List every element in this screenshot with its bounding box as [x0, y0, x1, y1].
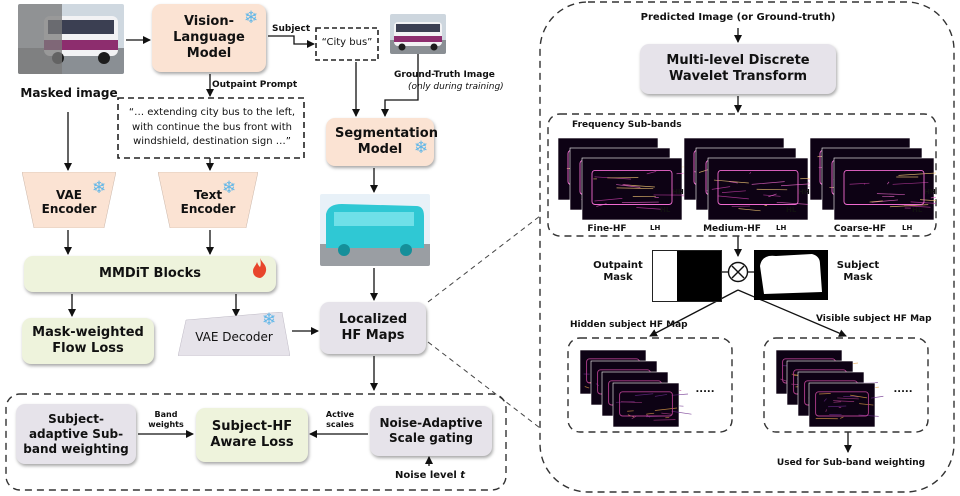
segmentation-label: Segmentation Model	[335, 125, 438, 157]
segmented-bus-image	[320, 194, 430, 266]
snowflake-icon: ❄	[244, 8, 259, 28]
callout-line-top	[427, 215, 541, 303]
snowflake-icon: ❄	[222, 178, 237, 198]
subband-weighting-label: Subject-adaptive Sub-band weighting	[23, 411, 129, 456]
hidden-map-label: Hidden subject HF Map	[570, 320, 688, 330]
subband-stack-2: HH HL LH	[809, 137, 936, 232]
coarse-hf-label: Coarse-HF	[833, 224, 887, 234]
masked-image	[18, 4, 124, 74]
hidden-hf-map-stack	[579, 349, 692, 428]
ground-truth-note: (only during training)	[408, 82, 504, 92]
wavelet-panel-frame	[539, 1, 955, 493]
predicted-image-label: Predicted Image (or Ground-truth)	[640, 12, 836, 23]
mmdit-label: MMDiT Blocks	[99, 265, 201, 281]
vae-encoder-label: VAE Encoder	[41, 188, 97, 217]
visible-map-label: Visible subject HF Map	[816, 314, 932, 324]
medium-hf-label: Medium-HF	[703, 224, 761, 234]
band-label-hl: HL	[912, 206, 923, 214]
band-label-lh: LH	[650, 224, 660, 232]
band-label-lh: LH	[776, 224, 786, 232]
arrow-vlm-to-subject	[268, 35, 315, 48]
outpaint-mask-image	[652, 250, 722, 302]
segmentation-model-block: Segmentation Model	[326, 118, 438, 166]
active-scales-label: Active scales	[325, 410, 355, 429]
arrow-combine-to-hidden-map	[649, 289, 739, 337]
mask-weighted-flow-loss-block: Mask-weighted Flow Loss	[22, 318, 154, 364]
hiddenmap-layers	[579, 349, 692, 428]
snowflake-icon: ❄	[414, 138, 429, 158]
subject-label: Subject	[272, 24, 311, 34]
band-weights-label: Band weights	[148, 410, 184, 429]
vae-encoder-block: VAE Encoder	[22, 172, 116, 228]
visible-map-ellipsis: .....	[893, 384, 913, 395]
flame-icon	[252, 258, 268, 282]
localized-hf-maps-block: Localized HF Maps	[320, 302, 426, 354]
band-label-hl: HL	[786, 206, 797, 214]
noise-gating-label: Noise-Adaptive Scale gating	[379, 416, 483, 445]
hidden-map-frame	[567, 337, 733, 433]
hidden-map-ellipsis: .....	[695, 384, 715, 395]
subject-frame	[315, 27, 379, 61]
band-label-hl: HL	[660, 206, 671, 214]
subbands-frame	[547, 113, 937, 237]
fine-hf-label: Fine-HF	[587, 224, 627, 234]
text-encoder-label: Text Encoder	[180, 188, 236, 217]
subband-stack-0: HH HL LH	[557, 137, 712, 232]
visible-hf-map-stack	[775, 349, 884, 428]
noise-level-variable: t	[460, 470, 466, 481]
prompt-text: “… extending city bus to the left, with …	[128, 107, 296, 147]
dwt-label: Multi-level Discrete Wavelet Transform	[666, 52, 810, 84]
noise-adaptive-gating-block: Noise-Adaptive Scale gating	[370, 406, 492, 456]
ground-truth-image	[390, 14, 446, 54]
text-encoder-block: Text Encoder	[158, 172, 258, 228]
subject-hf-aware-loss-block: Subject-HF Aware Loss	[196, 408, 308, 462]
vae-decoder-block: VAE Decoder	[178, 312, 290, 356]
snowflake-icon: ❄	[92, 178, 107, 198]
masked-image-label: Masked image	[20, 86, 118, 100]
used-for-label: Used for Sub-band weighting	[776, 458, 926, 468]
circled-times-icon	[727, 261, 749, 283]
subband-stacks: HH HL LH HH HL LH HH HL LH	[557, 137, 936, 232]
band-label-hh: HH	[798, 188, 810, 196]
snowflake-icon: ❄	[262, 310, 277, 330]
subband-stack-1: HH HL LH	[683, 137, 820, 232]
noise-level-caption: Noise level t	[380, 470, 480, 482]
subband-weighting-block: Subject-adaptive Sub-band weighting	[16, 404, 136, 464]
visiblemap-layers	[775, 349, 884, 428]
hf-loss-label: Subject-HF Aware Loss	[210, 418, 294, 450]
city-bus-text: “City bus”	[321, 37, 373, 48]
subject-mask-image	[754, 250, 828, 300]
band-label-hh: HH	[924, 188, 936, 196]
band-label-hh: HH	[672, 188, 684, 196]
outpaint-mask-label: Outpaint Mask	[593, 260, 643, 283]
dwt-block: Multi-level Discrete Wavelet Transform	[640, 44, 836, 94]
band-label-lh: LH	[902, 224, 912, 232]
vlm-label: Vision-Language Model	[173, 13, 245, 62]
mmdit-blocks: MMDiT Blocks	[24, 256, 276, 292]
prompt-frame	[117, 97, 305, 159]
callout-line-bottom	[427, 341, 541, 429]
noise-level-label: Noise level	[394, 470, 457, 481]
frequency-subbands-label: Frequency Sub-bands	[572, 120, 682, 130]
subject-mask-label: Subject Mask	[836, 260, 880, 283]
ground-truth-label: Ground-Truth Image	[394, 70, 495, 80]
loss-region-frame	[5, 393, 507, 491]
vae-decoder-label: VAE Decoder	[195, 330, 273, 344]
arrow-groundtruth-to-segmentation	[381, 54, 419, 117]
visible-map-frame	[763, 337, 929, 433]
mask-flow-loss-label: Mask-weighted Flow Loss	[32, 324, 144, 356]
vision-language-model-block: Vision-Language Model	[152, 4, 266, 72]
outpaint-mask-fill	[677, 251, 721, 301]
outpaint-prompt-label: Outpaint Prompt	[212, 80, 298, 90]
localized-hf-label: Localized HF Maps	[338, 311, 408, 343]
